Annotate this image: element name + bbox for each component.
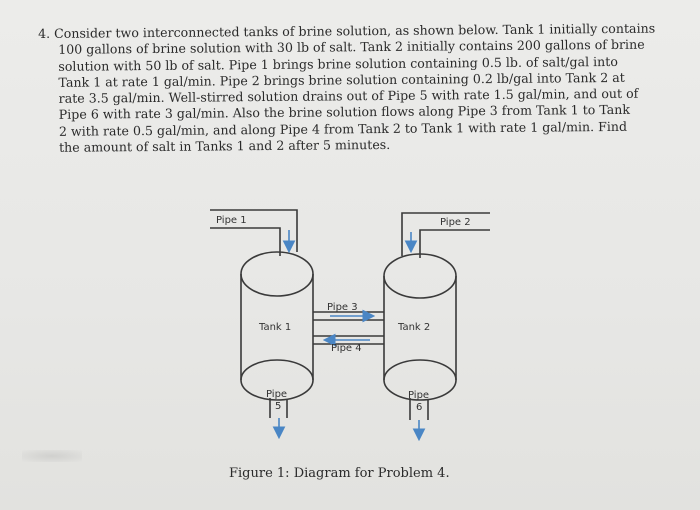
pipe-5-label-a: Pipe bbox=[266, 389, 287, 400]
pipe-1 bbox=[210, 209, 298, 252]
pipe-6-label-a: Pipe bbox=[408, 390, 429, 401]
pipe-2-label: Pipe 2 bbox=[440, 217, 471, 228]
pipe-3-label: Pipe 3 bbox=[327, 302, 358, 313]
pipe-5-label-b: 5 bbox=[275, 401, 281, 412]
pipe-4-label: Pipe 4 bbox=[331, 343, 362, 354]
page-smudge bbox=[22, 450, 82, 462]
tank-1-top bbox=[240, 251, 314, 297]
pipe-6-label-b: 6 bbox=[416, 402, 422, 413]
tank-2-label: Tank 2 bbox=[397, 322, 430, 333]
pipe-1-label: Pipe 1 bbox=[216, 215, 247, 226]
figure-caption: Figure 1: Diagram for Problem 4. bbox=[229, 466, 450, 481]
tank-2-top bbox=[383, 253, 457, 299]
tank-1-label: Tank 1 bbox=[258, 322, 291, 333]
pipe-2 bbox=[401, 212, 490, 256]
